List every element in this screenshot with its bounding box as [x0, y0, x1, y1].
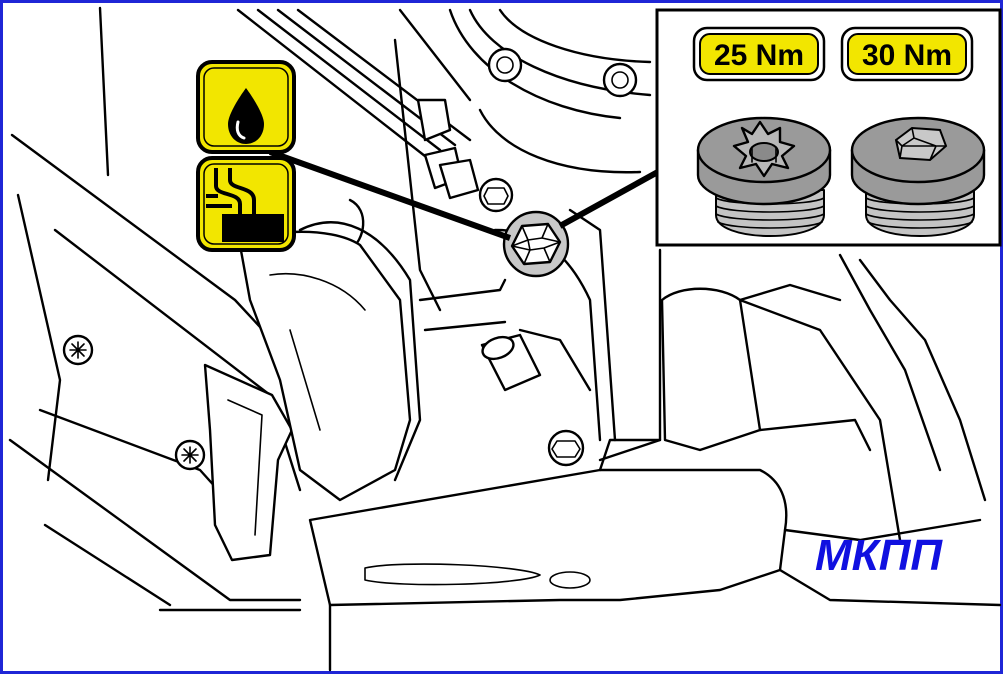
- torque-badge-25: 25 Nm: [692, 26, 826, 82]
- oil-drop-icon: [196, 60, 296, 154]
- torque-badge-30: 30 Nm: [840, 26, 974, 82]
- leader-lines: [268, 149, 667, 241]
- torque-value-25: 25 Nm: [714, 39, 804, 72]
- plug-spline-socket: [696, 116, 832, 237]
- torque-value-30: 30 Nm: [862, 39, 952, 72]
- oil-level-icon: [196, 156, 296, 252]
- plug-inset: 25 Nm 30 Nm: [655, 8, 1002, 247]
- plug-hex-socket: [850, 116, 986, 237]
- drain-plug: [502, 210, 570, 278]
- transmission-caption: МКПП: [815, 531, 943, 580]
- gearbox-housing: [8, 6, 1002, 672]
